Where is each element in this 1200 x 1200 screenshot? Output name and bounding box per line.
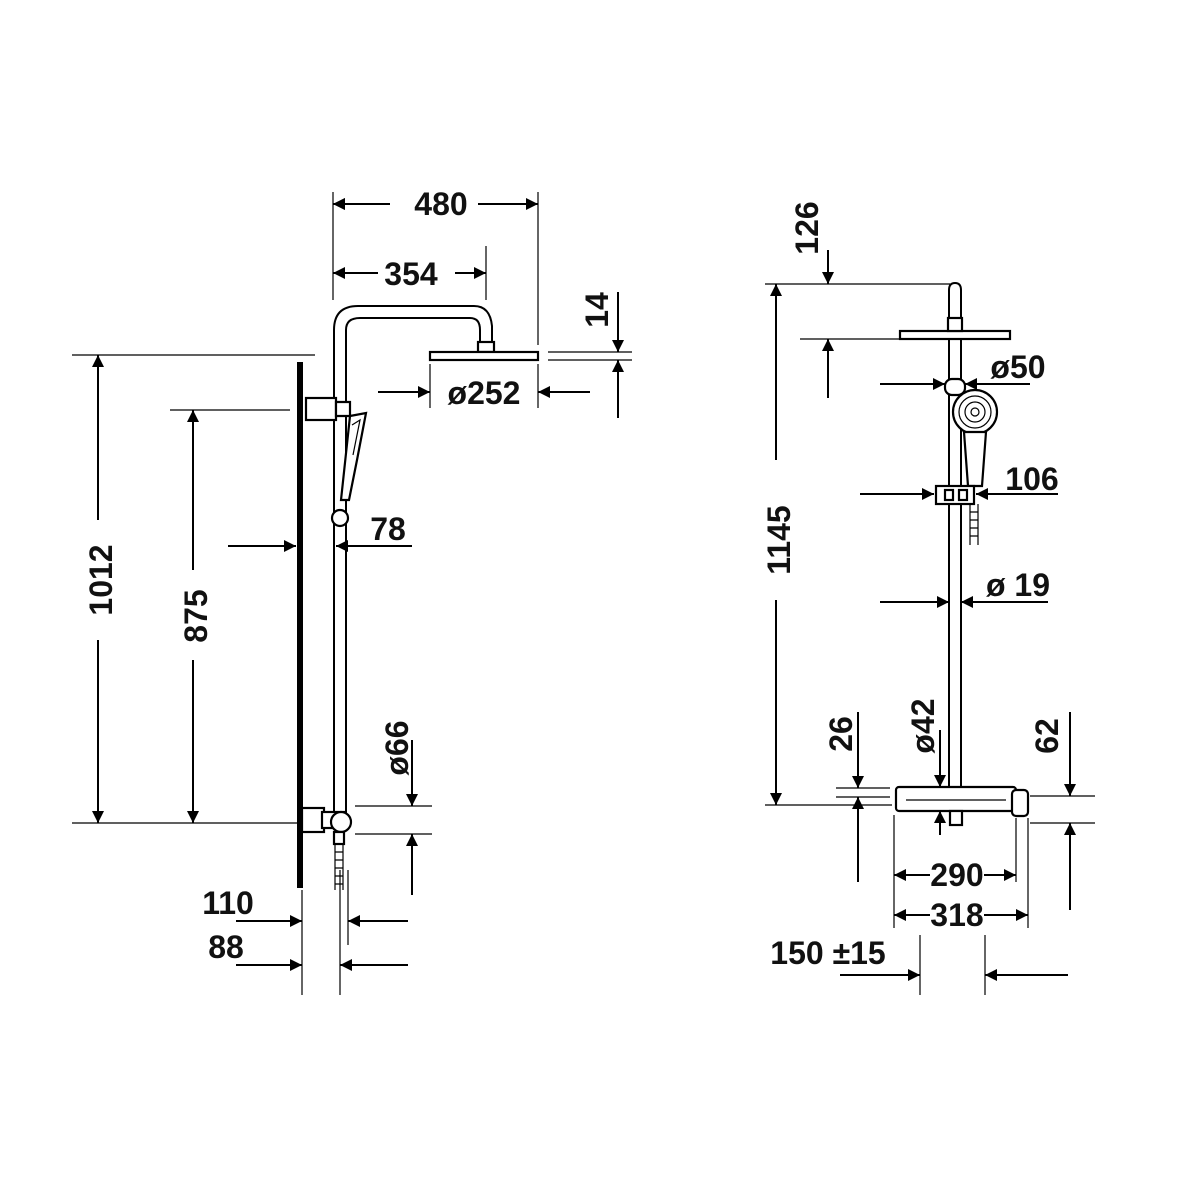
top-cap: [948, 281, 962, 320]
slider-ball: [330, 508, 350, 528]
dim-106: 106: [1005, 461, 1058, 497]
dim-66: ø66: [379, 720, 415, 775]
dim-42: ø42: [905, 698, 941, 753]
mixer-front: [894, 785, 1030, 827]
head-shower-plate: [428, 350, 540, 362]
dim-19: ø 19: [986, 567, 1050, 603]
dim-88: 88: [208, 929, 244, 965]
slider-front: [934, 484, 976, 506]
slider-holder: [304, 396, 352, 422]
dim-50: ø50: [990, 349, 1045, 385]
dim-26: 26: [823, 716, 859, 752]
dim-290: 290: [930, 857, 983, 893]
side-view: 480 354 14 ø252 1012 875 78: [72, 186, 632, 995]
dim-875: 875: [178, 589, 214, 642]
shower-arm: [333, 305, 496, 354]
swivel-joint: [943, 377, 967, 397]
dim-110: 110: [202, 885, 254, 921]
dim-14: 14: [579, 292, 615, 328]
dim-318: 318: [930, 897, 983, 933]
hose: [969, 504, 979, 545]
mixer-side: [300, 806, 353, 890]
dim-1145: 1145: [761, 505, 797, 574]
dim-150: 150 ±15: [770, 935, 885, 971]
front-view: 126 ø50 106 1145 ø 19 26 ø42 62: [761, 201, 1095, 995]
dim-78: 78: [370, 511, 406, 547]
dim-1012: 1012: [83, 544, 119, 615]
hand-shower-side: [339, 411, 368, 502]
head-shower-plate-front: [898, 329, 1012, 341]
dim-126: 126: [789, 201, 825, 254]
dim-62: 62: [1029, 718, 1065, 754]
dim-252: ø252: [448, 375, 521, 411]
dim-480: 480: [414, 186, 467, 222]
dim-354: 354: [384, 256, 438, 292]
wall-plate: [297, 362, 303, 888]
hand-shower-front: [951, 388, 999, 488]
